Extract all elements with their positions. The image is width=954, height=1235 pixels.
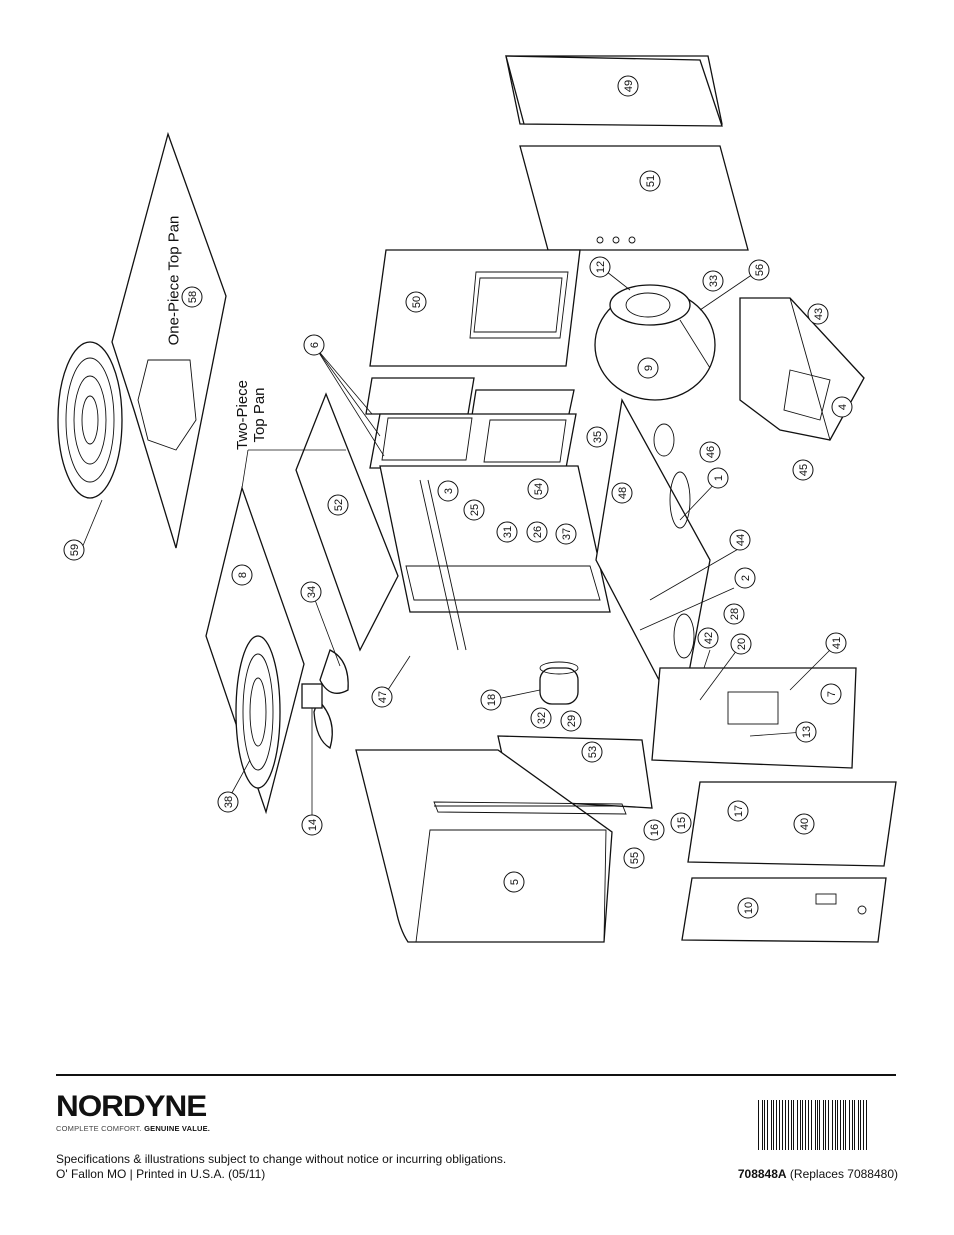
filter-frame-6a bbox=[365, 377, 475, 415]
fan-motor-14 bbox=[301, 683, 323, 709]
barcode-bar bbox=[848, 1100, 850, 1150]
barcode-bar bbox=[831, 1100, 833, 1150]
panel-50 bbox=[369, 249, 581, 367]
nordyne-logo: NORDYNE COMPLETE COMFORT. GENUINE VALUE. bbox=[56, 1092, 210, 1134]
footer-note-line1: Specifications & illustrations subject t… bbox=[56, 1152, 507, 1166]
top-pan-52 bbox=[295, 392, 399, 652]
cabinet-main bbox=[379, 465, 611, 613]
barcode bbox=[758, 1100, 868, 1150]
two-piece-label-line2: Top Pan bbox=[251, 387, 268, 443]
exploded-parts-diagram bbox=[57, 55, 897, 943]
barcode-bar bbox=[772, 1100, 774, 1150]
barcode-bar bbox=[862, 1100, 864, 1150]
one-piece-top-pan-label: One-Piece Top Pan bbox=[165, 215, 183, 346]
control-panel-7 bbox=[651, 667, 857, 769]
fan-blade-34 bbox=[319, 649, 349, 694]
barcode-bar bbox=[779, 1100, 781, 1150]
replaces-note: (Replaces 7088480) bbox=[789, 1167, 898, 1181]
brand-name: NORDYNE bbox=[56, 1090, 207, 1123]
barcode-bar bbox=[840, 1100, 842, 1150]
two-piece-top-pan-label: Two-Piece Top Pan bbox=[234, 370, 268, 460]
coil-25 bbox=[405, 565, 601, 601]
tagline-bold: GENUINE VALUE. bbox=[144, 1124, 211, 1133]
barcode-bar bbox=[810, 1100, 812, 1150]
control-box-43 bbox=[739, 297, 865, 441]
fan-guard-59 bbox=[57, 341, 123, 499]
two-piece-label-line1: Two-Piece bbox=[234, 379, 251, 451]
panel-51 bbox=[519, 145, 749, 251]
barcode-bar bbox=[782, 1100, 783, 1150]
barcode-bar bbox=[827, 1100, 829, 1150]
document-part-number: 708848A (Replaces 7088480) bbox=[738, 1167, 898, 1181]
panel-49-outline bbox=[505, 55, 723, 127]
one-piece-top-pan-58 bbox=[111, 131, 227, 549]
brand-tagline: COMPLETE COMFORT. GENUINE VALUE. bbox=[56, 1124, 210, 1133]
barcode-bar bbox=[819, 1100, 821, 1150]
panel-40 bbox=[687, 781, 897, 867]
part-number: 708848A bbox=[737, 1167, 787, 1181]
barcode-bar bbox=[854, 1100, 855, 1150]
panel-10 bbox=[681, 877, 887, 943]
barcode-bar bbox=[758, 1100, 760, 1150]
tagline-plain: COMPLETE COMFORT. bbox=[56, 1124, 142, 1133]
coil-5 bbox=[355, 749, 613, 943]
footer-note-line2: O' Fallon MO | Printed in U.S.A. (05/11) bbox=[56, 1167, 266, 1181]
barcode-bar bbox=[792, 1100, 794, 1150]
footer-rule bbox=[56, 1074, 896, 1076]
barcode-bar bbox=[805, 1100, 807, 1150]
footer-note: Specifications & illustrations subject t… bbox=[56, 1152, 506, 1182]
barcode-bar bbox=[764, 1100, 766, 1150]
compressor-18 bbox=[539, 667, 579, 705]
barcode-bar bbox=[797, 1100, 798, 1150]
